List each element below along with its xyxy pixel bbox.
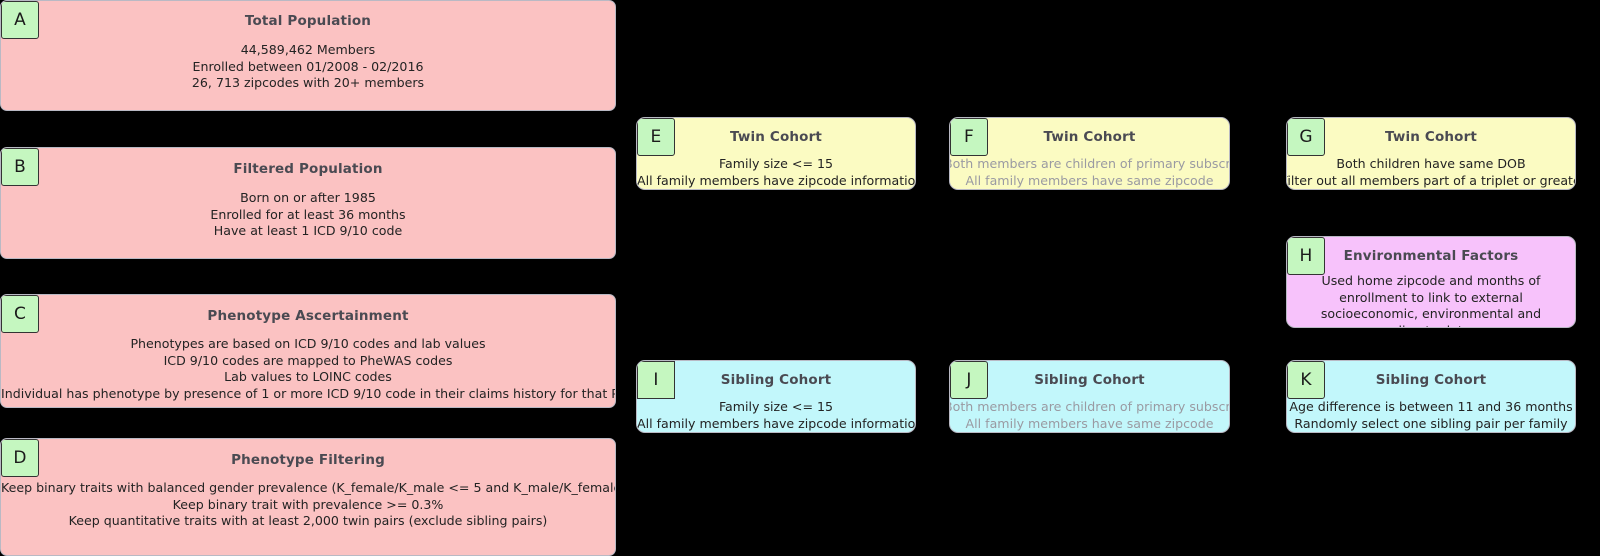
panel-body-line: All family members have zipcode informat… <box>637 172 916 188</box>
panel-sibling-cohort-k[interactable]: K Sibling Cohort Age difference is betwe… <box>1286 360 1576 433</box>
panel-badge-j: J <box>950 361 988 399</box>
panel-body-line: ICD 9/10 codes are mapped to PheWAS code… <box>163 352 453 368</box>
panel-body-d: Keep binary traits with balanced gender … <box>1 480 615 530</box>
panel-badge-b: B <box>1 148 39 186</box>
panel-title-a: Total Population <box>244 13 372 29</box>
panel-body-line: Randomly select one sibling pair per fam… <box>1294 415 1568 431</box>
panel-body-line: Phenotypes are based on ICD 9/10 codes a… <box>130 336 486 351</box>
panel-sibling-cohort-j[interactable]: J Sibling Cohort Both members are childr… <box>949 360 1230 433</box>
panel-title-i: Sibling Cohort <box>720 372 832 388</box>
panel-body-line: Family size <= 15 <box>718 399 834 414</box>
panel-environmental-factors[interactable]: H Environmental Factors Used home zipcod… <box>1286 236 1576 328</box>
panel-body-line: 44,589,462 Members <box>240 42 376 57</box>
panel-body-k: Age difference is between 11 and 36 mont… <box>1287 399 1575 432</box>
panel-body-h: Used home zipcode and months of enrollme… <box>1287 273 1575 327</box>
panel-body-line: All family members have zipcode informat… <box>637 415 916 431</box>
panel-body-line: Both children have same DOB <box>1336 156 1526 171</box>
panel-title-h: Environmental Factors <box>1343 248 1519 264</box>
panel-twin-cohort-f[interactable]: F Twin Cohort Both members are children … <box>949 117 1230 190</box>
panel-badge-d: D <box>1 439 39 477</box>
panel-body-line: All family members have same zipcode <box>965 172 1214 188</box>
panel-badge-f: F <box>950 118 988 156</box>
panel-title-d: Phenotype Filtering <box>231 452 385 468</box>
panel-badge-i: I <box>637 361 675 399</box>
panel-phenotype-ascertainment[interactable]: C Phenotype Ascertainment Phenotypes are… <box>0 294 616 408</box>
panel-body-line: Age difference is between 11 and 36 mont… <box>1289 399 1573 414</box>
panel-body-line: Enrolled for at least 36 months <box>210 206 406 222</box>
panel-body-line: Used home zipcode and months of enrollme… <box>1320 273 1542 327</box>
panel-badge-g: G <box>1287 118 1325 156</box>
panel-body-line: Born on or after 1985 <box>240 190 376 205</box>
panel-body-line: Keep binary trait with prevalence >= 0.3… <box>172 496 444 512</box>
panel-title-f: Twin Cohort <box>1043 129 1136 145</box>
panel-badge-c: C <box>1 295 39 333</box>
panel-badge-k: K <box>1287 361 1325 399</box>
panel-title-j: Sibling Cohort <box>1034 372 1145 388</box>
panel-body-c: Phenotypes are based on ICD 9/10 codes a… <box>1 336 615 402</box>
panel-body-line: Both members are children of primary sub… <box>949 156 1230 171</box>
panel-title-c: Phenotype Ascertainment <box>207 308 409 324</box>
panel-title-e: Twin Cohort <box>730 129 822 145</box>
panel-body-line: 26, 713 zipcodes with 20+ members <box>191 75 425 90</box>
panel-body-line: Both members are children of primary sub… <box>949 399 1230 414</box>
panel-title-k: Sibling Cohort <box>1375 372 1487 388</box>
panel-twin-cohort-g[interactable]: G Twin Cohort Both children have same DO… <box>1286 117 1576 190</box>
panel-body-line: Lab values to LOINC codes <box>224 369 392 384</box>
panel-body-f: Both members are children of primary sub… <box>949 156 1230 189</box>
panel-title-g: Twin Cohort <box>1385 129 1477 145</box>
panel-body-line: Have at least 1 ICD 9/10 code <box>213 223 403 238</box>
panel-body-line: Keep binary traits with balanced gender … <box>1 480 616 495</box>
panel-body-line: All family members have same zipcode <box>965 415 1214 431</box>
panel-body-line: Individual has phenotype by presence of … <box>1 385 615 401</box>
panel-body-j: Both members are children of primary sub… <box>949 399 1230 432</box>
panel-body-line: Filter out all members part of a triplet… <box>1286 172 1576 188</box>
panel-badge-e: E <box>637 118 675 156</box>
panel-badge-a: A <box>1 1 39 39</box>
panel-title-b: Filtered Population <box>233 161 383 177</box>
panel-filtered-population[interactable]: B Filtered Population Born on or after 1… <box>0 147 616 259</box>
panel-body-line: Keep quantitative traits with at least 2… <box>68 513 548 528</box>
panel-body-line: Family size <= 15 <box>718 156 834 171</box>
panel-badge-h: H <box>1287 237 1325 275</box>
panel-body-line: Enrolled between 01/2008 - 02/2016 <box>192 58 424 74</box>
panel-phenotype-filtering[interactable]: D Phenotype Filtering Keep binary traits… <box>0 438 616 556</box>
